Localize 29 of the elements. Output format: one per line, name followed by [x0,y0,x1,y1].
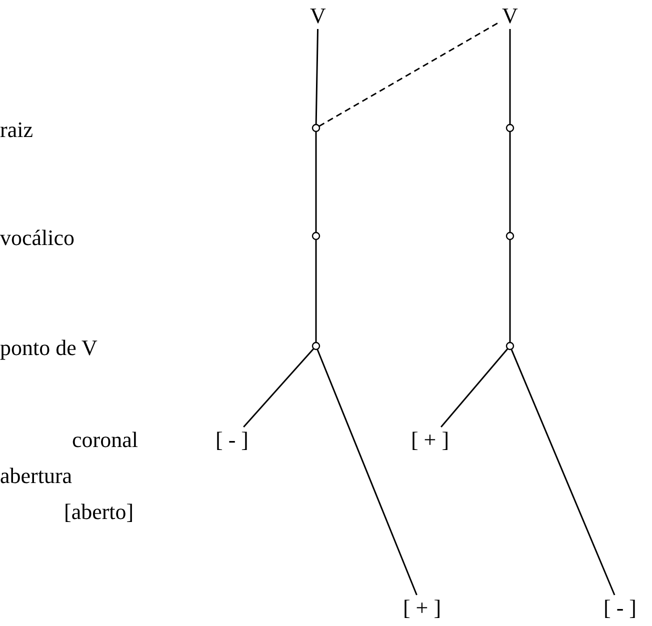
tree-node-label: [ + ] [402,597,442,619]
node-circle [312,342,320,350]
level-label: coronal [72,429,138,451]
node-circle [312,232,320,240]
level-label: ponto de V [0,337,98,359]
tree-line [509,240,511,342]
level-label: vocálico [0,227,75,249]
tree-node-label: V [502,5,518,27]
tree-line [440,348,508,428]
tree-line [315,132,317,232]
level-label: abertura [0,465,72,487]
node-circle [506,124,514,132]
tree-line [510,348,616,596]
tree-line [315,240,317,342]
level-label: raiz [0,119,33,141]
node-circle [506,232,514,240]
level-label: [aberto] [64,501,134,523]
tree-node-label: [ - ] [604,597,636,619]
tree-line [243,348,314,428]
tree-line [315,28,319,125]
tree-line [316,348,418,596]
tree-node-label: [ - ] [216,429,248,451]
tree-node-label: [ + ] [410,429,450,451]
node-circle [506,342,514,350]
dashed-line [318,21,500,127]
tree-line [509,29,511,124]
node-circle [312,124,320,132]
tree-node-label: V [310,5,326,27]
tree-line [509,132,511,232]
